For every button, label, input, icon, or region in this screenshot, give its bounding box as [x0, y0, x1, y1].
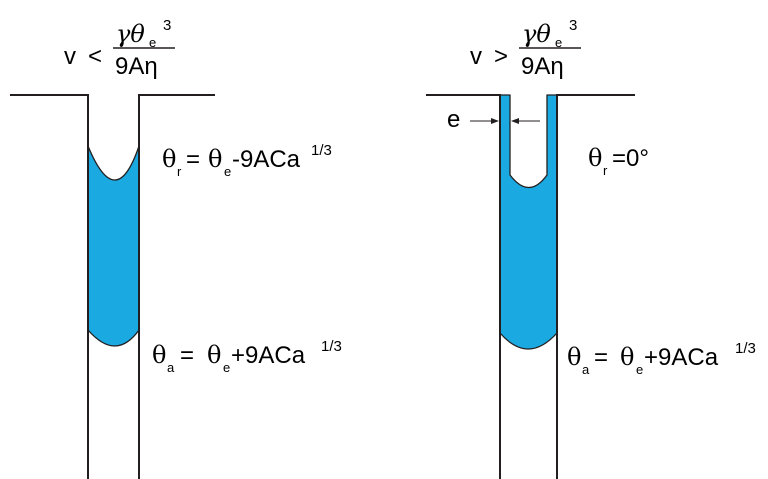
- left-condition-numerator-sub: e: [149, 35, 156, 50]
- right-condition-numerator-sup: 3: [569, 17, 577, 34]
- right-condition-denominator: 9Aη: [521, 53, 564, 80]
- right-condition-numerator: γθ: [522, 20, 551, 48]
- svg-text:θ: θ: [208, 145, 222, 173]
- left-condition-formula: v < γθ e 3 9Aη: [64, 17, 175, 80]
- right-receding-angle-label: θ r =0°: [588, 144, 649, 178]
- right-capillary-tube: [426, 94, 635, 479]
- right-condition-lhs: v: [470, 43, 482, 70]
- svg-text:e: e: [223, 360, 230, 375]
- svg-text:1/3: 1/3: [311, 142, 332, 159]
- left-panel: v < γθ e 3 9Aη θ r = θ e -9ACa 1/3 θ a =…: [10, 17, 342, 479]
- svg-text:=: =: [180, 342, 194, 369]
- left-receding-angle-label: θ r = θ e -9ACa 1/3: [162, 142, 332, 179]
- svg-text:θ: θ: [207, 341, 221, 369]
- right-condition-formula: v > γθ e 3 9Aη: [470, 17, 581, 80]
- svg-text:e: e: [636, 362, 643, 377]
- svg-text:θ: θ: [162, 145, 176, 173]
- svg-text:=0°: =0°: [612, 145, 649, 172]
- svg-text:1/3: 1/3: [735, 340, 756, 357]
- right-condition-numerator-sub: e: [555, 35, 562, 50]
- film-thickness-label: e: [447, 106, 460, 133]
- right-liquid-column: [499, 94, 558, 350]
- svg-text:θ: θ: [588, 144, 602, 172]
- right-panel: v > γθ e 3 9Aη e θ r =0° θ a =: [426, 17, 756, 479]
- svg-text:θ: θ: [152, 341, 166, 369]
- svg-text:+9ACa: +9ACa: [644, 344, 719, 371]
- svg-text:a: a: [167, 360, 175, 375]
- left-advancing-angle-label: θ a = θ e +9ACa 1/3: [152, 338, 342, 375]
- left-condition-numerator-sup: 3: [163, 17, 171, 34]
- film-thickness-annotation: e: [447, 106, 540, 133]
- svg-text:+9ACa: +9ACa: [231, 342, 306, 369]
- svg-text:θ: θ: [567, 343, 581, 371]
- svg-text:e: e: [224, 164, 231, 179]
- svg-text:r: r: [177, 164, 182, 179]
- left-liquid-column: [87, 145, 140, 347]
- svg-text:1/3: 1/3: [321, 338, 342, 355]
- svg-text:-9ACa: -9ACa: [232, 146, 301, 173]
- svg-text:r: r: [603, 163, 608, 178]
- left-condition-denominator: 9Aη: [115, 53, 158, 80]
- svg-text:a: a: [582, 362, 590, 377]
- left-capillary-tube: [10, 94, 215, 479]
- left-condition-lhs: v: [64, 43, 76, 70]
- left-condition-operator: <: [88, 43, 102, 70]
- right-advancing-angle-label: θ a = θ e +9ACa 1/3: [567, 340, 756, 377]
- svg-text:=: =: [186, 146, 200, 173]
- svg-text:θ: θ: [620, 343, 634, 371]
- svg-text:=: =: [594, 344, 608, 371]
- right-condition-operator: >: [494, 43, 508, 70]
- left-condition-numerator: γθ: [116, 20, 145, 48]
